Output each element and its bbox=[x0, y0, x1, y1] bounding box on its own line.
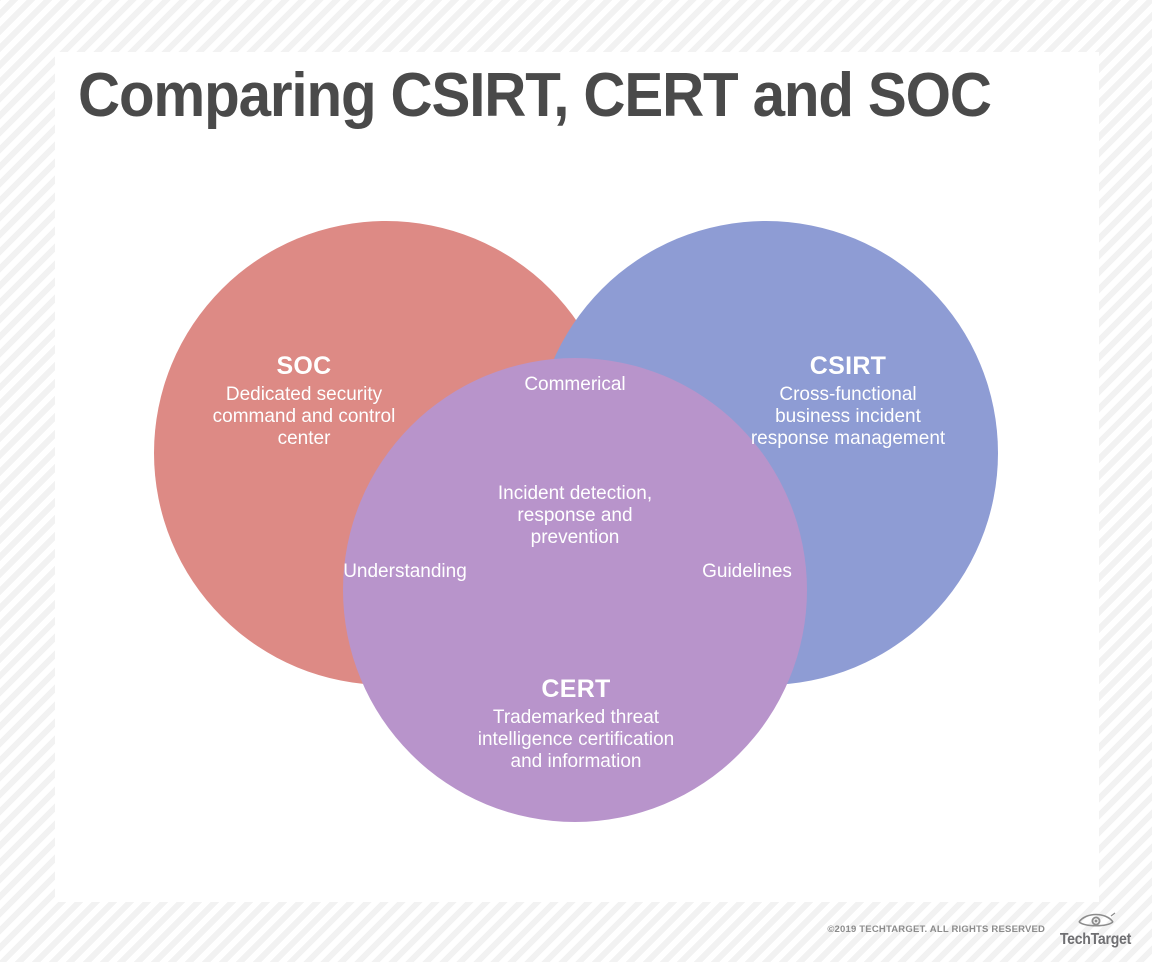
techtarget-logo: TechTarget bbox=[1055, 911, 1136, 948]
copyright-text: ©2019 TECHTARGET. ALL RIGHTS RESERVED bbox=[827, 924, 1046, 935]
page-title: Comparing CSIRT, CERT and SOC bbox=[78, 61, 992, 130]
footer: ©2019 TECHTARGET. ALL RIGHTS RESERVED Te… bbox=[827, 911, 1136, 948]
techtarget-wordmark: TechTarget bbox=[1059, 931, 1132, 948]
content-card bbox=[55, 52, 1099, 902]
eye-icon bbox=[1076, 911, 1116, 931]
